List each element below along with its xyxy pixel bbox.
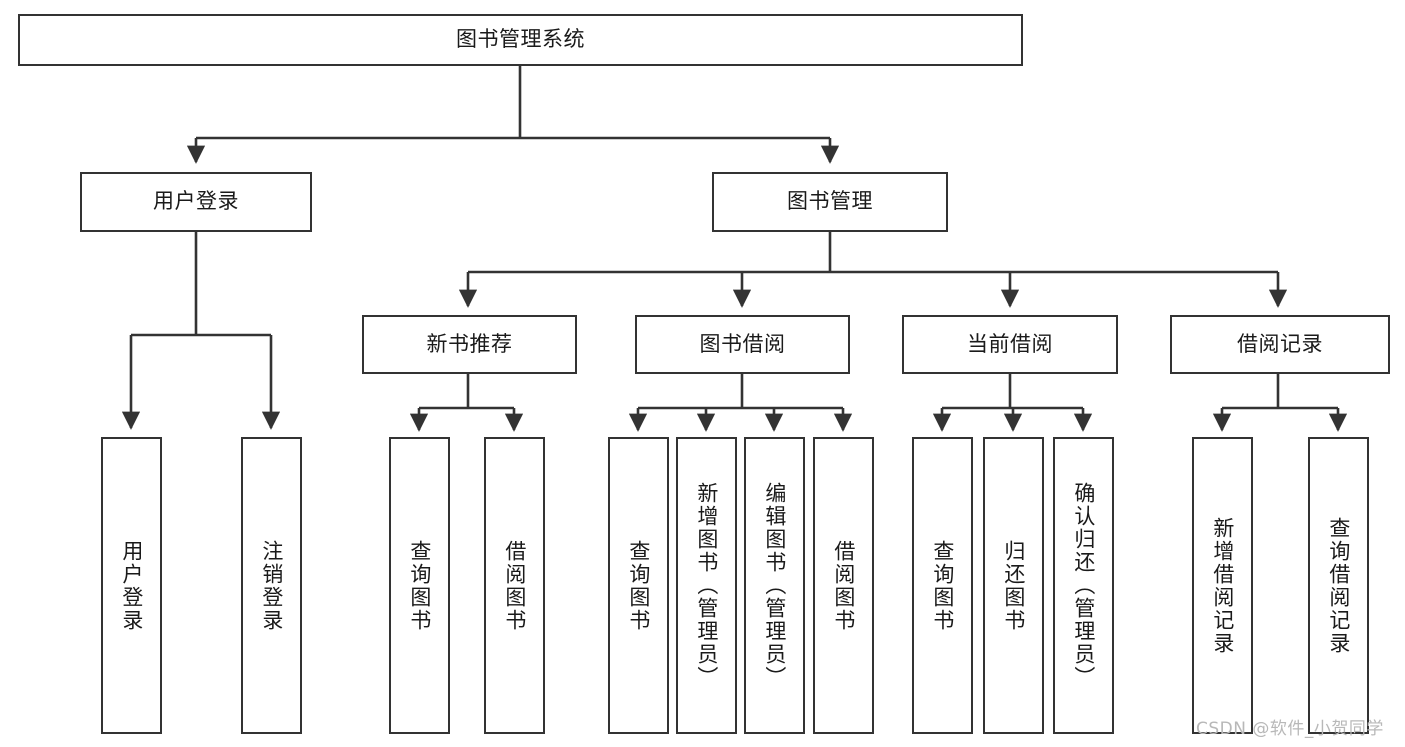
leaf-borrow-book-2[interactable]: 借阅图书	[813, 437, 874, 734]
node-label: 查询借阅记录	[1326, 516, 1351, 655]
node-label: 用户登录	[119, 539, 144, 632]
leaf-query-record[interactable]: 查询借阅记录	[1308, 437, 1369, 734]
node-root-system[interactable]: 图书管理系统	[18, 14, 1023, 66]
leaf-query-book-2[interactable]: 查询图书	[608, 437, 669, 734]
node-label: 新增借阅记录	[1210, 516, 1235, 655]
node-label: 新增图书（管理员）	[694, 482, 719, 689]
leaf-query-book-3[interactable]: 查询图书	[912, 437, 973, 734]
node-current-borrow[interactable]: 当前借阅	[902, 315, 1118, 374]
leaf-add-record[interactable]: 新增借阅记录	[1192, 437, 1253, 734]
leaf-query-book-1[interactable]: 查询图书	[389, 437, 450, 734]
leaf-borrow-book-1[interactable]: 借阅图书	[484, 437, 545, 734]
node-label: 新书推荐	[426, 331, 513, 356]
node-book-manage[interactable]: 图书管理	[712, 172, 948, 232]
leaf-add-book[interactable]: 新增图书（管理员）	[676, 437, 737, 734]
node-label: 当前借阅	[967, 331, 1053, 356]
node-label: 借阅图书	[502, 539, 527, 632]
node-label: 确认归还（管理员）	[1071, 482, 1096, 689]
node-label: 查询图书	[930, 539, 955, 632]
node-label: 借阅图书	[831, 539, 856, 632]
leaf-return-book[interactable]: 归还图书	[983, 437, 1044, 734]
node-label: 图书管理	[787, 189, 873, 214]
node-label: 图书管理系统	[456, 27, 585, 52]
node-new-book-recommend[interactable]: 新书推荐	[362, 315, 577, 374]
node-label: 查询图书	[626, 539, 651, 632]
leaf-edit-book[interactable]: 编辑图书（管理员）	[744, 437, 805, 734]
node-label: 用户登录	[153, 189, 239, 214]
node-label: 图书借阅	[699, 331, 786, 356]
node-label: 查询图书	[407, 539, 432, 632]
node-label: 借阅记录	[1237, 331, 1323, 356]
node-label: 编辑图书（管理员）	[762, 482, 787, 689]
node-user-login[interactable]: 用户登录	[80, 172, 312, 232]
node-label: 注销登录	[259, 539, 284, 632]
node-borrow-record[interactable]: 借阅记录	[1170, 315, 1390, 374]
leaf-confirm-return[interactable]: 确认归还（管理员）	[1053, 437, 1114, 734]
leaf-user-logout[interactable]: 注销登录	[241, 437, 302, 734]
watermark-text: CSDN @软件_小贺同学	[1196, 719, 1384, 739]
node-label: 归还图书	[1001, 539, 1026, 632]
node-book-borrow[interactable]: 图书借阅	[635, 315, 850, 374]
leaf-user-login[interactable]: 用户登录	[101, 437, 162, 734]
